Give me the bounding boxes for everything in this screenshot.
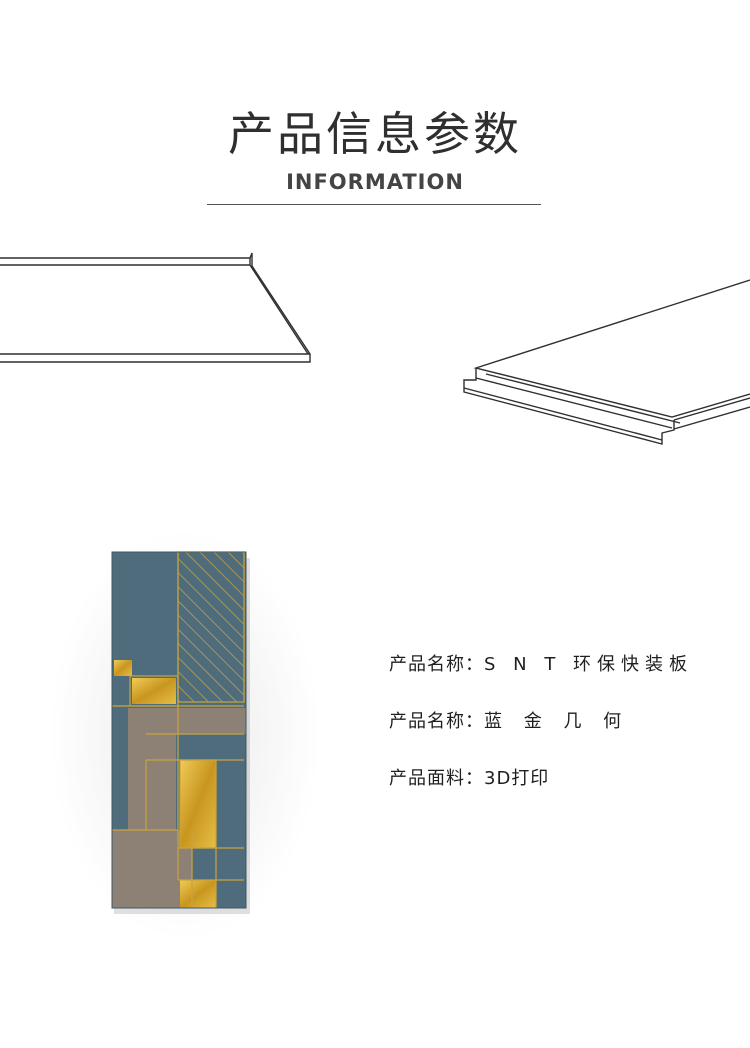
spec-value: S N T 环保快装板 — [484, 654, 694, 675]
title-divider — [207, 204, 541, 205]
spec-row-product-series: 产品名称：蓝 金 几 何 — [389, 707, 729, 764]
product-panel-image — [50, 530, 320, 940]
spec-value: 蓝 金 几 何 — [484, 711, 630, 732]
board-perspective-drawing — [463, 279, 750, 445]
spec-value: 3D打印 — [484, 768, 550, 789]
page-subtitle: INFORMATION — [286, 170, 464, 194]
spec-row-material: 产品面料：3D打印 — [389, 764, 729, 821]
spec-label: 产品名称： — [389, 711, 484, 732]
spec-label: 产品面料： — [389, 768, 484, 789]
product-specs: 产品名称：S N T 环保快装板 产品名称：蓝 金 几 何 产品面料：3D打印 — [389, 650, 729, 821]
board-side-view-drawing — [0, 252, 311, 363]
spec-label: 产品名称： — [389, 654, 484, 675]
spec-row-product-name: 产品名称：S N T 环保快装板 — [389, 650, 729, 707]
page-title: 产品信息参数 — [228, 107, 522, 161]
